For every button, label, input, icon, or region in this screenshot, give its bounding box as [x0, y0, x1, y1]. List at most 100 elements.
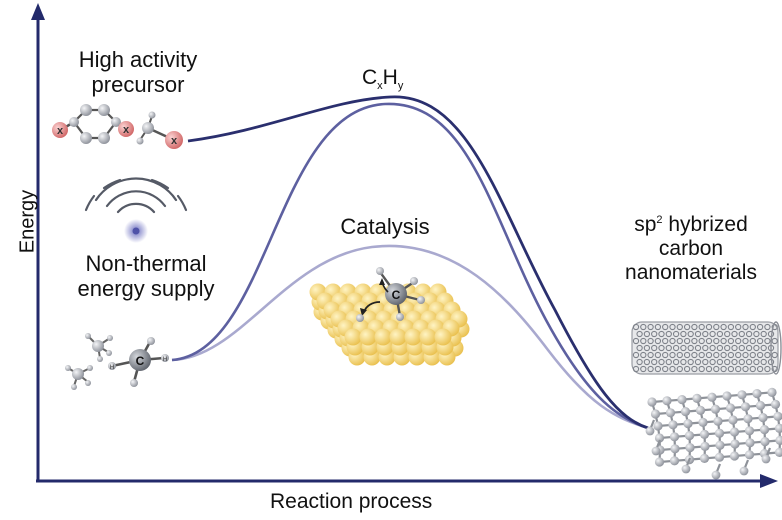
- graphene-atom: [681, 464, 691, 474]
- nanotube-cell: [654, 323, 662, 331]
- nanotube-cell: [672, 358, 680, 366]
- x-axis-arrow: [760, 474, 778, 488]
- graphene-atom: [725, 403, 736, 413]
- nanotube-cell: [764, 323, 771, 331]
- nanotube-cell: [658, 344, 665, 352]
- nanotube-cell: [636, 344, 643, 352]
- nanotube-cell: [745, 344, 753, 352]
- graphene-atom: [744, 450, 755, 460]
- nanotube-cell: [632, 351, 640, 359]
- nanotube-cell: [724, 344, 731, 352]
- nanotube-cell: [658, 330, 665, 338]
- nanotube-cell: [742, 337, 749, 345]
- graphene-atom: [740, 402, 751, 412]
- x-axis-label: Reaction process: [270, 490, 433, 513]
- hydrogen-label: H: [110, 365, 114, 371]
- nanotube-cell: [683, 337, 691, 345]
- nanotube-cell: [738, 344, 745, 352]
- nanotube-cell: [738, 330, 745, 338]
- nanotube-cell: [640, 351, 647, 359]
- graphene-atom: [707, 392, 717, 402]
- graphene-atom: [677, 395, 687, 405]
- nanotube-cell: [691, 337, 698, 345]
- nanotube-cell: [669, 323, 676, 331]
- nanotube-cell: [636, 358, 643, 366]
- nanotube-cell: [771, 351, 778, 359]
- nanotube-cell: [713, 323, 720, 331]
- graphene-atom: [654, 433, 665, 443]
- nanotube-cell: [760, 358, 767, 366]
- graphene-atom: [737, 390, 747, 400]
- nanotube-cell: [658, 358, 665, 366]
- nanotube-cell: [731, 344, 738, 352]
- graphene-atom: [752, 389, 762, 399]
- graphene-atom: [730, 439, 740, 449]
- nanotube-cell: [771, 365, 778, 373]
- product-label-line1: sp2 hybrized: [634, 213, 748, 236]
- nanotube-cell: [691, 323, 698, 331]
- nanotube-cell: [672, 344, 680, 352]
- catalyst-gold-atom: [434, 328, 452, 346]
- nonthermal-label-line2: energy supply: [77, 276, 215, 302]
- nanotube-cell: [698, 337, 705, 345]
- nanotube-cell: [636, 330, 643, 338]
- nanotube-cell: [742, 365, 749, 373]
- carbon-nanotube-icon: [631, 321, 782, 375]
- nanotube-cell: [694, 330, 702, 338]
- nanotube-cell: [647, 351, 654, 359]
- nanotube-cell: [680, 344, 687, 352]
- nanotube-cell: [709, 330, 716, 338]
- methane-molecules: C H H: [65, 333, 169, 390]
- graphene-atom: [669, 432, 680, 442]
- nanotube-cell: [694, 358, 702, 366]
- graphene-atom: [728, 415, 738, 425]
- graphene-atom: [645, 426, 655, 436]
- catalyst-gold-atom: [344, 328, 362, 346]
- energy-curves: [171, 95, 649, 430]
- nanotube-cell: [742, 351, 749, 359]
- nanotube-cell: [742, 323, 749, 331]
- graphene-atom: [729, 451, 740, 461]
- graphene-atom: [670, 444, 680, 454]
- energy-waves-icon: [84, 177, 188, 243]
- hydrogen-label: H: [163, 357, 167, 363]
- nanotube-cell: [647, 337, 654, 345]
- nanotube-cell: [651, 330, 658, 338]
- nanotube-cell: [735, 351, 742, 359]
- nanotube-cell: [738, 358, 745, 366]
- nanotube-cell: [698, 351, 705, 359]
- nanotube-cell: [745, 358, 753, 366]
- graphene-sheet-icon: [645, 387, 782, 480]
- nanotube-cell: [643, 330, 651, 338]
- nanotube-cell: [749, 323, 756, 331]
- precursor-label-line2: precursor: [91, 72, 185, 98]
- nanotube-cell: [713, 337, 720, 345]
- benzene-ring-icon: x x: [52, 104, 134, 144]
- graphene-atom: [774, 447, 782, 457]
- nanotube-cell: [654, 365, 662, 373]
- nanotube-cell: [720, 351, 727, 359]
- nanotube-cell: [647, 365, 654, 373]
- nanotube-cell: [756, 351, 764, 359]
- nanotube-cell: [705, 323, 713, 331]
- product-label-line3: nanomaterials: [625, 261, 757, 285]
- nanotube-cell: [672, 330, 680, 338]
- nanotube-cell: [676, 323, 683, 331]
- nanotube-cell: [662, 351, 669, 359]
- graphene-atom: [760, 437, 770, 447]
- nanotube-cell: [727, 351, 735, 359]
- nanotube-cell: [713, 365, 720, 373]
- halogen-label: x: [171, 135, 178, 147]
- nanotube-cell: [716, 330, 724, 338]
- graphene-atom: [710, 404, 721, 414]
- nanotube-cell: [662, 323, 669, 331]
- graphene-atom: [714, 428, 725, 438]
- nanotube-cell: [676, 351, 683, 359]
- graphene-atom: [654, 457, 665, 467]
- product-label-line2: carbon: [658, 237, 724, 261]
- nanotube-cell: [698, 365, 705, 373]
- nanotube-cell: [654, 351, 662, 359]
- graphene-atom: [729, 427, 740, 437]
- nanotube-cell: [753, 344, 760, 352]
